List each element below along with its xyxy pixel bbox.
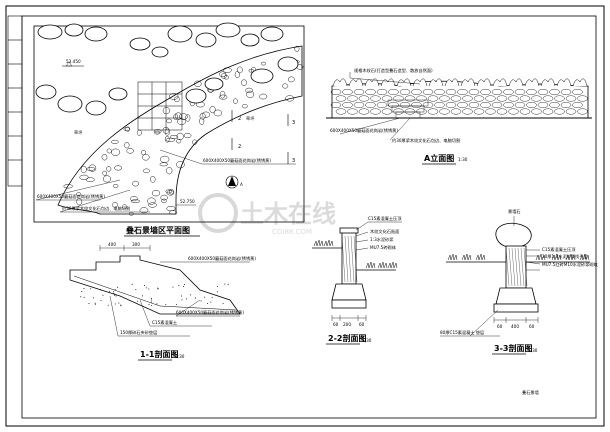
elevation-a-view: 规格木纹石(打造型叠石造型、散放自然面) 600X400X50蘑菇面花岗岩(锈锈… <box>326 67 592 165</box>
sec1-scale: 1:30 <box>175 354 185 359</box>
elev-note-bottom: 约30厚浆木纹文化石包边、电脑切割 <box>392 137 460 144</box>
sec2-dim-3: 60 <box>359 322 365 327</box>
plan-elev-bottom: 52.750 <box>180 199 195 204</box>
sec1-note-1: 600X400X50蘑菇面花岗岩(锈锈黄) <box>188 255 256 262</box>
sec3-leaders <box>440 216 541 337</box>
sec1-dim-2: 300 <box>132 242 140 247</box>
binding-strip <box>7 15 23 187</box>
sec1-note-4: 600X400X50蘑菇面花岗岩(锈锈黄) <box>176 309 244 316</box>
sec3-dim-2: 400 <box>511 324 519 329</box>
elev-wall-outline <box>331 80 589 119</box>
lawn-tag-right: 草坪 <box>246 115 254 122</box>
plan-title: 叠石景墙区平面图 <box>126 225 190 235</box>
inner-frame <box>21 15 597 419</box>
svg-text:53.450: 53.450 <box>66 59 81 64</box>
plan-note-paving: 600X400X50蘑菇面花岗岩(锈锈黄) <box>203 157 271 164</box>
plan-note-edge: 约30厚浆木纹文化石包边、电脑切割 <box>62 205 130 212</box>
elev-note-top: 规格木纹石(打造型叠石造型、散放自然面) <box>354 67 433 74</box>
sec2-title: 2-2剖面图 <box>328 333 366 343</box>
sec2-note-3: 1:3水泥砂浆 <box>370 236 394 243</box>
section-2-view: C15素混凝土压顶 木纹文化石贴面 1:3水泥砂浆 MU7.5砖砌体 60 20… <box>312 215 402 345</box>
sec3-title: 3-3剖面图 <box>494 343 532 353</box>
section-mark-3b: 3 <box>292 158 295 164</box>
watermark-text: 土木在线 <box>240 200 336 228</box>
sec2-dim-1: 60 <box>333 322 339 327</box>
watermark: 土木在线 COI88.COM <box>198 193 336 236</box>
plan-note-paving-2: 600X400X50蘑菇面花岗岩(锈锈黄) <box>37 193 105 200</box>
north-arrow-icon <box>225 175 239 189</box>
sec1-leaders <box>109 261 250 337</box>
sec1-note-3: 150厚碎石夹砂垫层 <box>120 329 157 336</box>
section-mark-2b: 2 <box>238 144 241 150</box>
sec3-note-2: 20厚1:3水泥砂浆找平层 <box>542 253 588 260</box>
sec3-dim-1: 60 <box>497 324 503 329</box>
plan-section-marks <box>231 110 289 164</box>
sec2-note-1: C15素混凝土压顶 <box>368 215 402 222</box>
sec3-note-3: MU7.5红砖M10水泥砂浆砌筑 <box>542 261 599 268</box>
sec2-dim-2: 200 <box>343 322 351 327</box>
outer-frame <box>5 5 605 427</box>
plan-elev-top: 53.450 <box>62 59 84 67</box>
elev-scale: 1:30 <box>458 157 468 162</box>
plan-steps <box>137 81 183 131</box>
sec2-note-2: 木纹文化石贴面 <box>370 228 399 235</box>
plan-border <box>33 25 305 223</box>
watermark-subtext: COI88.COM <box>272 228 312 236</box>
sec2-note-4: MU7.5砖砌体 <box>370 244 397 251</box>
sec3-scale: 1:30 <box>528 348 538 353</box>
sec3-note-1: C15素混凝土压顶 <box>542 246 576 253</box>
plan-view: 53.450 2 2 3 3 草坪 草坪 A 600X <box>33 22 305 237</box>
elevation-marker-label: A <box>240 182 243 187</box>
sec1-title: 1-1剖面图 <box>140 349 178 359</box>
elev-title: A立面图 <box>424 153 454 163</box>
section-mark-2: 2 <box>238 116 241 122</box>
sec3-note-bottom: 80厚C15素混凝土 垫层 <box>440 329 484 336</box>
sec1-dim-1: 400 <box>108 242 116 247</box>
section-3-view: 景墙石 C15素混凝土压顶 20厚1:3水泥砂浆找平层 MU7.5红砖M10水泥… <box>440 208 599 355</box>
elev-shrubs <box>332 78 588 87</box>
elev-note-mid: 600X400X50蘑菇面花岗岩(锈锈黄) <box>330 127 398 134</box>
lawn-tag-left: 草坪 <box>74 129 82 136</box>
sec3-dim-3: 60 <box>529 324 535 329</box>
boulders <box>35 22 299 116</box>
sec1-note-2: C15素混凝土 <box>152 319 177 326</box>
section-mark-3: 3 <box>292 120 295 126</box>
plan-leaders <box>35 149 296 213</box>
sec3-note-top: 景墙石 <box>508 208 521 215</box>
section-1-view: 400 300 600X400X50蘑菇面花岗岩(锈锈黄) 600X400X50… <box>69 242 256 361</box>
elev-leaders <box>339 72 421 141</box>
sec2-leaders <box>355 221 402 251</box>
sec1-gravel <box>80 283 229 307</box>
sheet-label: 叠石景墙 <box>522 389 539 396</box>
sec2-scale: 1:30 <box>362 338 372 343</box>
